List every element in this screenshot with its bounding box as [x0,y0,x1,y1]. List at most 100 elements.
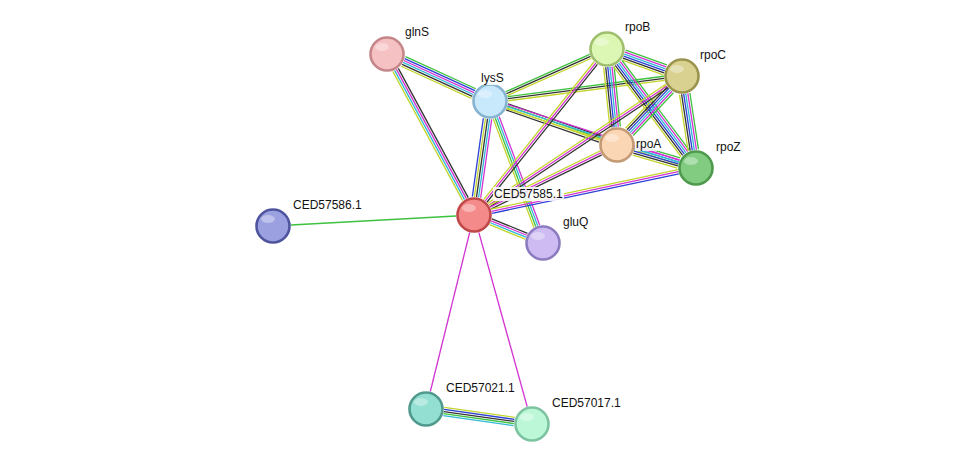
protein-node: lysS [472,83,508,119]
evidence-strand [632,91,672,134]
node-circle [525,225,561,261]
node-disc [591,33,624,66]
node-disc [257,210,290,243]
node-highlight [595,38,609,46]
interaction-edge [491,170,679,214]
evidence-strand [682,94,691,150]
evidence-strand [430,232,469,391]
node-circle [255,208,291,244]
node-circle [514,406,550,442]
interaction-edge [680,93,699,151]
interaction-edge [622,50,667,75]
node-highlight [531,232,545,240]
node-label: rpoB [624,20,651,34]
evidence-strand [491,155,602,209]
evidence-strand [444,412,514,422]
evidence-strand [491,170,678,210]
evidence-strand [405,59,475,91]
node-disc [680,152,713,185]
node-label: CED57586.1 [292,198,363,212]
node-label: glnS [404,25,430,39]
evidence-strand [403,62,473,94]
node-disc [458,199,491,232]
evidence-strand [490,223,526,237]
evidence-strand [633,153,677,166]
evidence-strand [472,118,483,196]
evidence-strand [291,216,456,225]
evidence-strand [495,118,535,226]
interaction-edge [291,216,456,225]
evidence-strand [508,80,664,100]
node-label: lysS [480,71,505,85]
node-disc [410,393,443,426]
evidence-strand [604,67,610,127]
evidence-strand [630,90,670,133]
evidence-strand [497,117,537,225]
node-label: rpoZ [715,140,742,154]
protein-node: rpoC [664,58,700,94]
evidence-strand [489,225,525,239]
evidence-strand [624,54,665,69]
evidence-strand [624,56,665,71]
interaction-edge [443,407,515,425]
node-circle [599,127,635,163]
evidence-strand [492,174,679,214]
node-highlight [414,398,428,406]
interaction-edge [393,68,468,200]
evidence-strand [396,69,466,198]
evidence-strand [490,153,601,207]
node-highlight [684,157,698,165]
interaction-edge [489,219,527,239]
node-circle [369,36,405,72]
evidence-strand [398,68,468,197]
node-circle [664,58,700,94]
interaction-edge [488,84,668,206]
node-highlight [670,65,684,73]
evidence-strand [626,50,667,65]
node-disc [371,38,404,71]
interaction-edge [626,86,674,136]
evidence-strand [444,414,514,424]
node-circle [456,197,492,233]
protein-node: rpoZ [678,150,714,186]
node-disc [666,60,699,93]
evidence-strand [489,151,600,205]
evidence-strand [625,52,666,67]
protein-node: CED57017.1 [514,406,550,442]
evidence-strand [443,416,513,426]
node-label: rpoC [699,48,727,62]
protein-node: glnS [369,36,405,72]
evidence-strand [492,172,679,212]
evidence-strand [488,84,666,203]
protein-node: CED57586.1 [255,208,291,244]
node-disc [474,85,507,118]
protein-node: rpoA [599,127,635,163]
interaction-edge [401,57,476,99]
node-highlight [375,43,389,51]
node-label: rpoA [635,137,662,151]
node-highlight [261,215,275,223]
evidence-strand [393,71,463,200]
evidence-strand [474,119,485,197]
protein-node: CED57021.1 [408,391,444,427]
node-label: CED57585.1 [493,187,564,201]
interaction-edge [430,232,469,391]
evidence-strand [402,64,472,96]
interaction-edge [493,117,539,227]
protein-node: gluQ [525,225,561,261]
evidence-strand [493,119,533,227]
node-highlight [520,413,534,421]
evidence-strand [404,61,474,93]
node-label: CED57017.1 [551,396,622,410]
node-circle [472,83,508,119]
evidence-strand [489,86,667,205]
node-disc [516,408,549,441]
evidence-strand [395,70,465,199]
evidence-strand [633,155,677,168]
node-highlight [605,134,619,142]
evidence-strand [680,95,689,151]
node-disc [527,227,560,260]
protein-node: rpoB [589,31,625,67]
node-disc [601,129,634,162]
node-label: gluQ [562,215,589,229]
